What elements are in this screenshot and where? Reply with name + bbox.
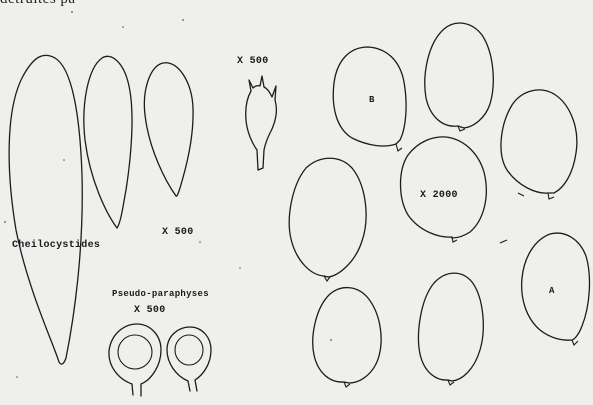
cheilocystidia-magnification-label: X 500 <box>162 227 194 238</box>
spore-top <box>425 23 493 128</box>
spore-left <box>289 158 366 277</box>
spore-center <box>401 137 487 238</box>
spore-a-apiculus <box>572 340 578 345</box>
pseudo-paraphyses-magnification-label: X 500 <box>134 305 166 316</box>
spore-right-apiculus <box>548 193 554 199</box>
pseudo-paraphysis-left <box>109 324 161 396</box>
pseudo-paraphyses-label: Pseudo-paraphyses <box>112 289 209 299</box>
cheilocystidia-label: Cheilocystides <box>12 240 100 251</box>
cheilocystidium-long <box>9 55 82 364</box>
spore-right <box>501 90 577 193</box>
spore-a-label: A <box>549 286 555 296</box>
cystidia-magnification-label: X 500 <box>237 56 269 67</box>
cheilocystidium-short <box>144 63 193 196</box>
spores-magnification-label: X 2000 <box>420 190 458 201</box>
spore-bottom-left <box>313 288 381 383</box>
spore-a <box>522 233 590 340</box>
spore-b-apiculus <box>396 144 402 151</box>
cheilocystidium-medium <box>84 56 132 228</box>
horned-cystidium <box>246 76 277 170</box>
spore-bottom-right <box>419 273 484 381</box>
pseudo-paraphysis-right <box>167 327 211 391</box>
spore-b-label: B <box>369 95 375 105</box>
cropped-header-text: détruites pa <box>0 0 76 8</box>
